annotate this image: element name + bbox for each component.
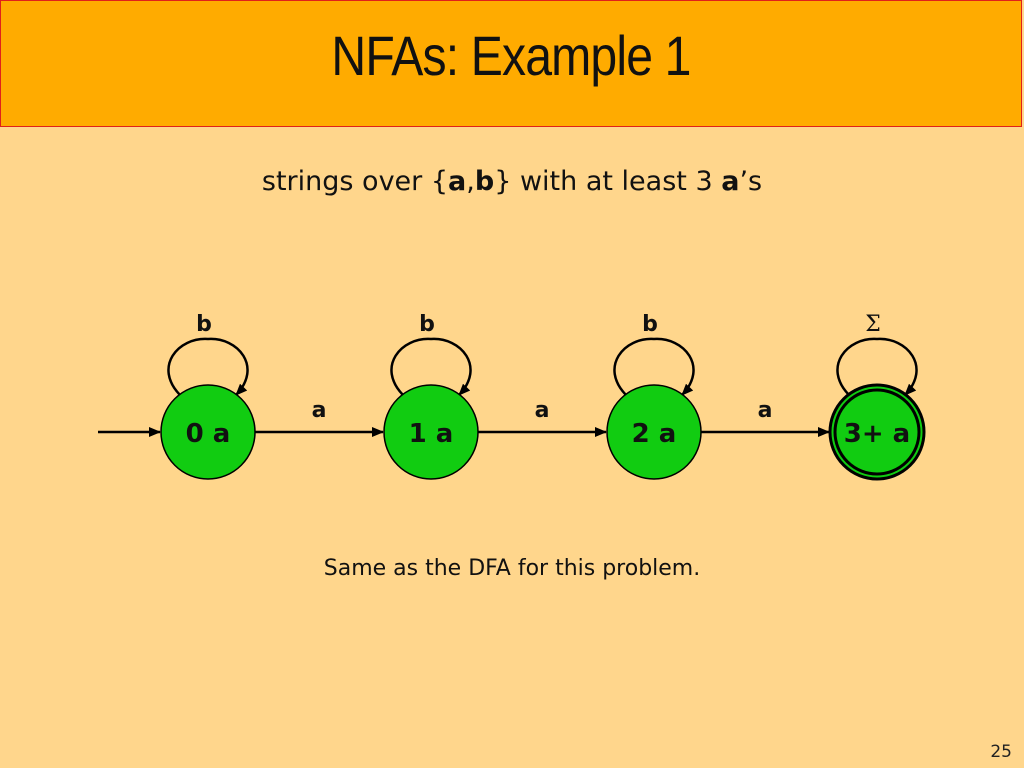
self-loop-2-a: [613, 337, 695, 396]
subtitle-comma: ,: [466, 166, 475, 197]
accepting-ring-3-a: [833, 388, 921, 476]
subtitle-prefix: strings over {: [261, 166, 449, 197]
page-number: 25: [990, 742, 1012, 762]
transition-label-3: a: [758, 398, 773, 423]
subtitle-symbol-a2: a: [721, 166, 740, 197]
self-loop-label-2-a: b: [642, 312, 658, 337]
state-label-1-a: 1 a: [409, 419, 454, 449]
slide-caption: Same as the DFA for this problem.: [323, 556, 701, 581]
transition-label-1: a: [312, 398, 327, 423]
subtitle-middle: } with at least 3: [494, 166, 722, 197]
state-0-a: [160, 384, 256, 480]
state-label-2-a: 2 a: [632, 419, 677, 449]
slide-title: NFAs: Example 1: [331, 24, 691, 87]
subtitle-symbol-a: a: [448, 166, 467, 197]
subtitle-suffix: ’s: [739, 166, 763, 197]
state-label-3-a: 3+ a: [844, 419, 910, 449]
transition-label-2: a: [535, 398, 550, 423]
state-2-a: [606, 384, 702, 480]
slide-subtitle: strings over {a,b} with at least 3 a’s: [0, 166, 1024, 197]
state-1-a: [383, 384, 479, 480]
accepting-outer-3-a: [828, 383, 926, 481]
self-loop-label-1-a: b: [419, 312, 435, 337]
subtitle-symbol-b: b: [474, 166, 495, 197]
self-loop-1-a: [390, 337, 472, 396]
self-loop-0-a: [167, 337, 249, 396]
self-loop-label-0-a: b: [196, 312, 212, 337]
state-label-0-a: 0 a: [186, 419, 231, 449]
title-bar: NFAs: Example 1: [0, 0, 1022, 127]
self-loop-3-a: [836, 337, 918, 396]
self-loop-label-3-a: Σ: [865, 312, 881, 337]
